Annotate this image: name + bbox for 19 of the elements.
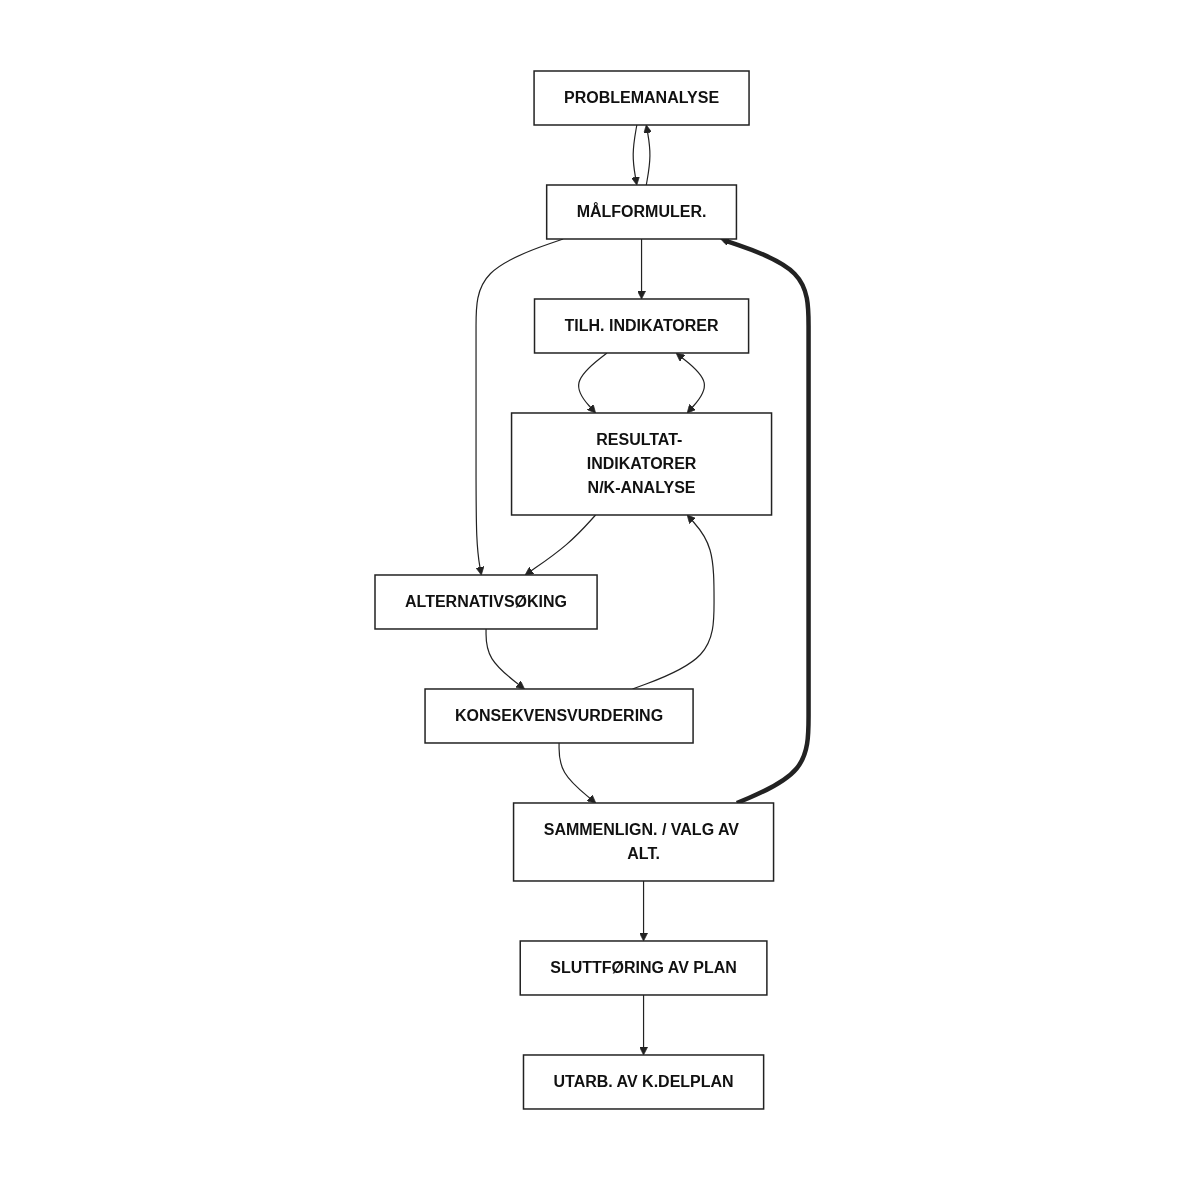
arrow <box>577 352 608 414</box>
node-box: RESULTAT- INDIKATORER N/K-ANALYSE <box>510 412 772 516</box>
arrow <box>638 994 648 1056</box>
arrow <box>675 352 705 414</box>
node-box: UTARB. AV K.DELPLAN <box>522 1054 765 1110</box>
node-box: TILH. INDIKATORER <box>533 298 750 354</box>
arrow <box>630 124 640 186</box>
node-box: PROBLEMANALYSE <box>533 70 750 126</box>
node-box: KONSEKVENSVURDERING <box>424 688 694 744</box>
node-box: SLUTTFØRING AV PLAN <box>519 940 768 996</box>
node-box: SAMMENLIGN. / VALG AV ALT. <box>512 802 775 882</box>
arrow <box>643 124 652 186</box>
node-box: MÅLFORMULER. <box>545 184 737 240</box>
arrow <box>524 514 596 576</box>
arrow <box>558 742 596 804</box>
node-box: ALTERNATIVSØKING <box>373 574 598 630</box>
arrow <box>636 238 646 300</box>
arrow <box>485 628 525 690</box>
arrow <box>638 880 648 942</box>
